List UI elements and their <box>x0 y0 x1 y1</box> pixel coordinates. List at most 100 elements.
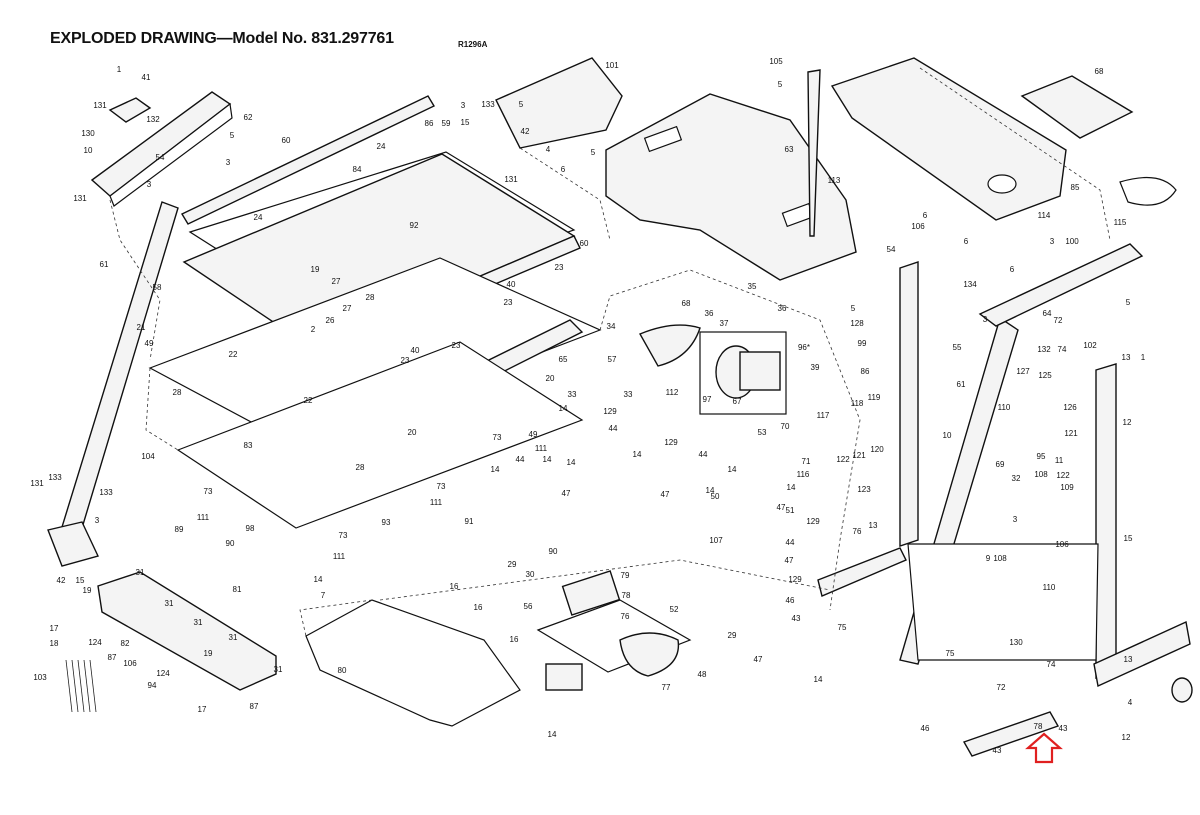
part-callout-106: 106 <box>1055 540 1069 549</box>
part-callout-109: 109 <box>1060 483 1074 492</box>
left-upright-part <box>47 201 179 567</box>
part-callout-129: 129 <box>603 407 617 416</box>
part-callout-79: 79 <box>621 571 630 580</box>
part-callout-74: 74 <box>1058 345 1067 354</box>
part-callout-44: 44 <box>786 538 795 547</box>
part-callout-131: 131 <box>504 175 518 184</box>
part-callout-49: 49 <box>145 339 154 348</box>
part-callout-16: 16 <box>510 635 519 644</box>
part-callout-124: 124 <box>88 638 102 647</box>
part-callout-44: 44 <box>516 455 525 464</box>
drawing-code: R1296A <box>458 40 488 49</box>
part-callout-14: 14 <box>491 465 500 474</box>
right-frame-part <box>817 243 1193 757</box>
part-callout-73: 73 <box>437 482 446 491</box>
part-callout-86: 86 <box>861 367 870 376</box>
part-callout-75: 75 <box>946 649 955 658</box>
part-callout-37: 37 <box>720 319 729 328</box>
part-callout-98: 98 <box>246 524 255 533</box>
part-callout-131: 131 <box>93 101 107 110</box>
part-callout-129: 129 <box>788 575 802 584</box>
part-callout-51: 51 <box>786 506 795 515</box>
part-callout-47: 47 <box>562 489 571 498</box>
part-callout-77: 77 <box>662 683 671 692</box>
part-callout-6: 6 <box>1010 265 1015 274</box>
part-callout-52: 52 <box>670 605 679 614</box>
part-callout-85: 85 <box>1071 183 1080 192</box>
part-callout-14: 14 <box>567 458 576 467</box>
part-callout-46: 46 <box>786 596 795 605</box>
part-callout-118: 118 <box>851 399 864 408</box>
part-callout-119: 119 <box>868 393 881 402</box>
part-callout-14: 14 <box>543 455 552 464</box>
part-callout-48: 48 <box>698 670 707 679</box>
part-callout-110: 110 <box>998 403 1011 412</box>
motor-part <box>639 324 787 415</box>
part-callout-70: 70 <box>781 422 790 431</box>
part-callout-20: 20 <box>408 428 417 437</box>
part-callout-14: 14 <box>559 404 568 413</box>
part-callout-54: 54 <box>156 153 165 162</box>
part-callout-134: 134 <box>963 280 977 289</box>
part-callout-23: 23 <box>452 341 461 350</box>
part-callout-96*: 96* <box>798 343 810 352</box>
part-callout-32: 32 <box>1012 474 1021 483</box>
part-callout-111: 111 <box>197 513 210 522</box>
part-callout-102: 102 <box>1083 341 1097 350</box>
part-callout-23: 23 <box>401 356 410 365</box>
part-callout-41: 41 <box>142 73 151 82</box>
part-callout-11: 11 <box>1055 456 1064 465</box>
part-callout-40: 40 <box>507 280 516 289</box>
part-callout-14: 14 <box>633 450 642 459</box>
base-and-pan-part <box>97 571 521 727</box>
part-callout-112: 112 <box>666 388 679 397</box>
part-callout-24: 24 <box>254 213 263 222</box>
part-callout-3: 3 <box>461 101 466 110</box>
part-callout-31: 31 <box>136 568 145 577</box>
part-callout-1: 1 <box>117 65 122 74</box>
part-callout-115: 115 <box>1114 218 1127 227</box>
part-callout-9: 9 <box>986 554 991 563</box>
part-callout-47: 47 <box>785 556 794 565</box>
part-callout-22: 22 <box>229 350 238 359</box>
part-callout-4: 4 <box>1128 698 1133 707</box>
controller-board-part <box>536 570 692 691</box>
part-callout-127: 127 <box>1016 367 1030 376</box>
part-callout-6: 6 <box>964 237 969 246</box>
part-callout-111: 111 <box>535 444 548 453</box>
part-callout-55: 55 <box>953 343 962 352</box>
part-callout-60: 60 <box>580 239 589 248</box>
part-callout-13: 13 <box>1122 353 1131 362</box>
part-callout-123: 123 <box>857 485 871 494</box>
part-callout-126: 126 <box>1063 403 1077 412</box>
part-callout-124: 124 <box>156 669 170 678</box>
part-callout-130: 130 <box>1009 638 1023 647</box>
part-callout-121: 121 <box>852 451 866 460</box>
part-callout-87: 87 <box>108 653 117 662</box>
frame-and-belt-part <box>145 257 602 529</box>
part-callout-60: 60 <box>282 136 291 145</box>
motor-hood-part <box>495 57 857 281</box>
part-callout-74: 74 <box>1047 660 1056 669</box>
part-callout-62: 62 <box>244 113 253 122</box>
part-callout-73: 73 <box>339 531 348 540</box>
part-callout-58: 58 <box>153 283 162 292</box>
part-callout-132: 132 <box>146 115 160 124</box>
part-callout-20: 20 <box>546 374 555 383</box>
part-callout-5: 5 <box>230 131 235 140</box>
part-callout-31: 31 <box>274 665 283 674</box>
part-callout-30: 30 <box>526 570 535 579</box>
cable-ties-part <box>65 659 97 713</box>
part-callout-133: 133 <box>48 473 62 482</box>
part-callout-68: 68 <box>682 299 691 308</box>
part-callout-68: 68 <box>1095 67 1104 76</box>
part-callout-69: 69 <box>996 460 1005 469</box>
part-callout-13: 13 <box>1124 655 1133 664</box>
part-callout-7: 7 <box>321 591 326 600</box>
part-callout-63: 63 <box>785 145 794 154</box>
part-callout-17: 17 <box>198 705 207 714</box>
part-callout-3: 3 <box>95 516 100 525</box>
part-callout-5: 5 <box>591 148 596 157</box>
part-callout-5: 5 <box>519 100 524 109</box>
part-callout-36: 36 <box>705 309 714 318</box>
